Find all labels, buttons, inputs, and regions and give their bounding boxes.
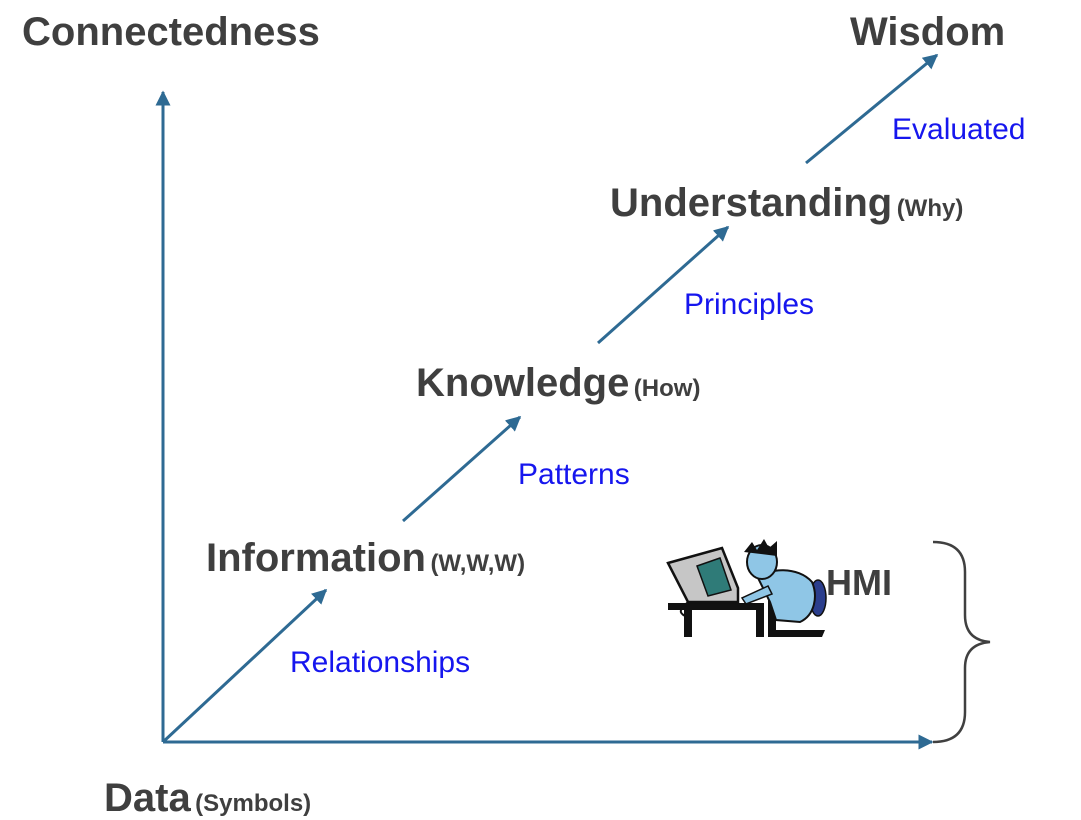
- person-at-computer-icon: [666, 539, 827, 637]
- level-information: Information (W,W,W): [206, 538, 525, 578]
- transition-evaluated: Evaluated: [892, 113, 1026, 146]
- data-to-information-arrow: [161, 588, 328, 744]
- level-knowledge: Knowledge (How): [416, 363, 700, 403]
- level-name: Data: [104, 776, 191, 820]
- y-axis-label: Connectedness: [22, 10, 320, 54]
- level-wisdom: Wisdom: [850, 10, 1006, 54]
- transition-patterns: Patterns: [518, 458, 630, 491]
- level-name: Knowledge: [416, 361, 630, 405]
- information-to-knowledge-arrow: [402, 415, 522, 523]
- level-qualifier: (W,W,W): [430, 550, 526, 577]
- level-data: Data (Symbols): [104, 778, 311, 818]
- level-name: Information: [206, 536, 426, 580]
- level-understanding: Understanding (Why): [610, 183, 963, 223]
- knowledge-to-understanding-arrow: [597, 225, 730, 345]
- level-name: Understanding: [610, 181, 893, 225]
- transition-relationships: Relationships: [290, 646, 471, 679]
- right-brace: [932, 540, 991, 744]
- level-qualifier: (Why): [896, 195, 964, 222]
- level-qualifier: (How): [633, 375, 701, 402]
- understanding-to-wisdom-arrow: [805, 53, 939, 165]
- level-qualifier: (Symbols): [195, 790, 312, 817]
- transition-principles: Principles: [684, 288, 815, 321]
- hmi-label: HMI: [826, 562, 892, 603]
